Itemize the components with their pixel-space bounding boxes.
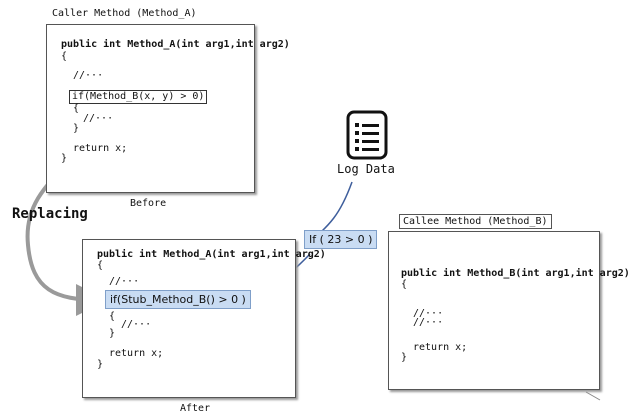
log-file-icon [344,110,390,162]
callee-box-title: Callee Method (Method_B) [399,214,552,229]
after-inner-open-brace: { [109,311,116,322]
log-data-label: Log Data [337,162,395,176]
callee-return: return x; [413,342,468,353]
callee-close-brace: } [401,352,408,363]
caller-method-box: public int Method_A(int arg1,int arg2) {… [46,24,290,193]
caller-box-title: Caller Method (Method_A) [52,8,197,19]
caller-close-brace: } [61,153,68,164]
caller-inner-open-brace: { [73,103,80,114]
stub-method-call: if(Stub_Method_B() > 0 ) [105,290,251,309]
after-comment-1: //··· [109,276,140,287]
callee-box-shadow-edge [585,391,601,401]
caller-method-b-call: if(Method_B(x, y) > 0) [69,90,208,104]
after-caption: After [180,403,211,414]
caller-return: return x; [73,143,128,154]
after-signature: public int Method_A(int arg1,int arg2) [97,249,326,260]
after-return: return x; [109,348,164,359]
caller-comment-2: //··· [83,113,114,124]
after-inner-close-brace: } [109,328,116,339]
before-caption: Before [130,198,167,209]
callee-signature: public int Method_B(int arg1,int arg2) [401,268,630,279]
callee-comment-1: //··· [413,308,444,319]
replacing-label: Replacing [12,206,88,222]
callee-method-box: public int Method_B(int arg1,int arg2) {… [388,231,630,390]
caller-inner-close-brace: } [73,123,80,134]
caller-open-brace: { [61,51,68,62]
after-close-brace: } [97,359,104,370]
log-value-label: If ( 23 > 0 ) [304,230,378,249]
after-method-box: public int Method_A(int arg1,int arg2) {… [82,239,326,398]
after-open-brace: { [97,260,104,271]
callee-comment-2: //··· [413,317,444,328]
caller-signature: public int Method_A(int arg1,int arg2) [61,39,290,50]
caller-comment-1: //··· [73,70,104,81]
after-comment-2: //··· [121,319,152,330]
callee-open-brace: { [401,279,408,290]
